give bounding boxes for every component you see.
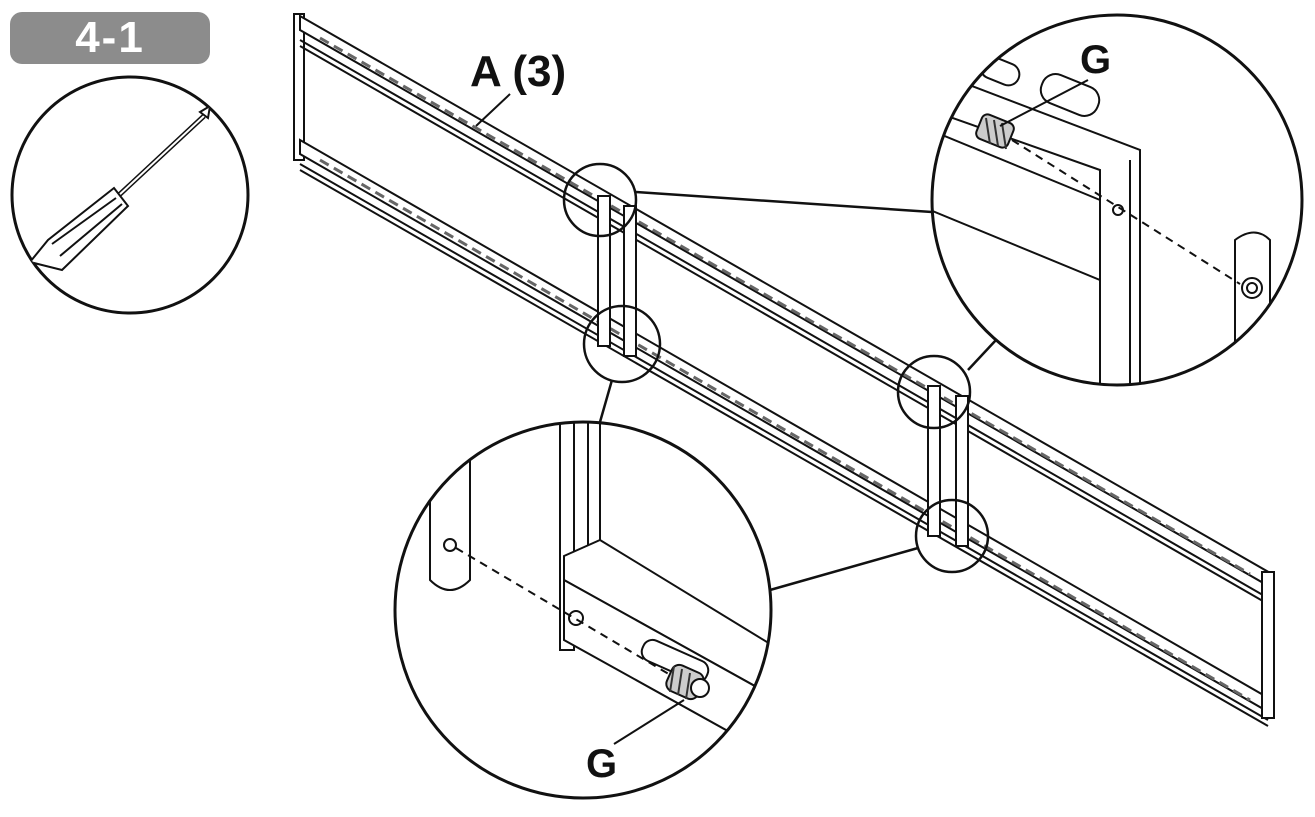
- leader-lines: [598, 190, 997, 592]
- wall-plate: [293, 13, 1275, 727]
- part-a-label: A (3): [470, 47, 567, 96]
- detail-view-bottom: [393, 420, 773, 800]
- fastener-g-label-top: G: [1080, 38, 1112, 82]
- screwdriver-icon: [10, 75, 250, 315]
- fastener-g-label-bottom: G: [586, 742, 618, 786]
- step-number-badge: 4-1: [10, 12, 210, 64]
- label-a-leader: [475, 93, 511, 127]
- detail-view-top: [930, 13, 1304, 387]
- detail-markers: [562, 162, 990, 574]
- vertical-brace-right: [927, 385, 969, 547]
- screw-g-bottom: [665, 663, 710, 701]
